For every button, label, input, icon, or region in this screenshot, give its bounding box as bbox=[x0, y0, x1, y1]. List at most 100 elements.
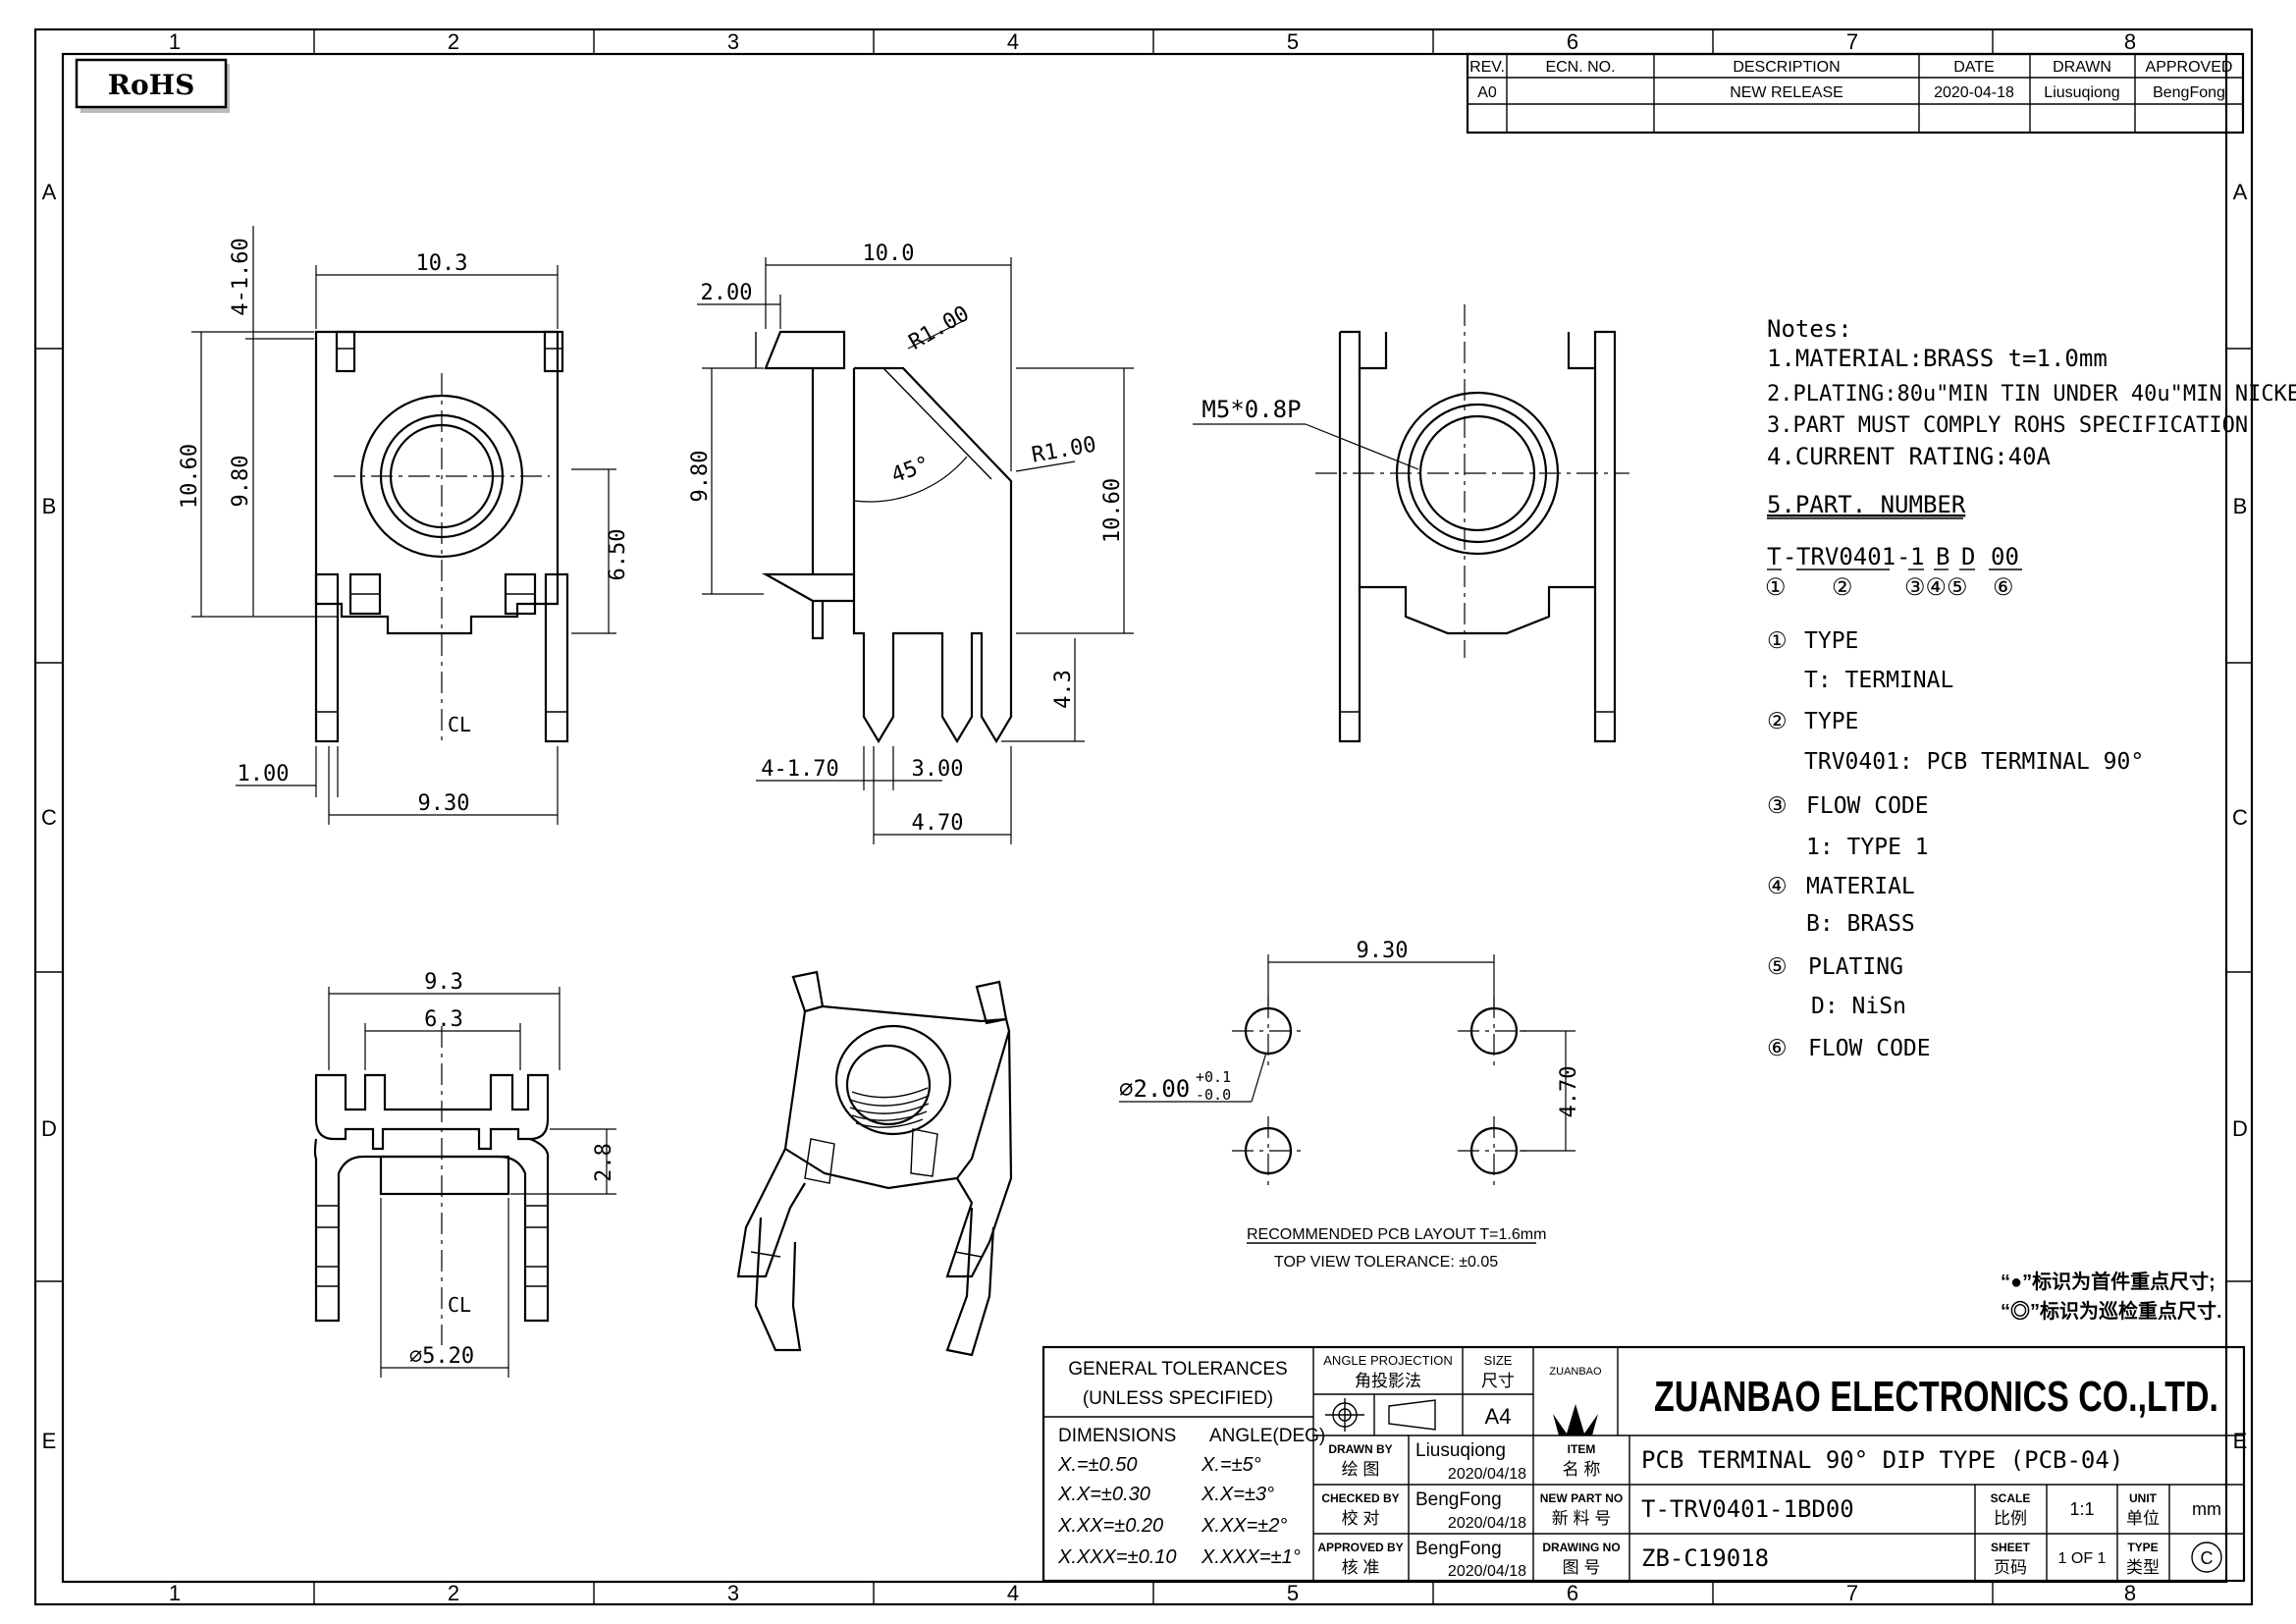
pcb-tol-plus: +0.1 bbox=[1196, 1068, 1231, 1086]
rev-cell-description: NEW RELEASE bbox=[1730, 84, 1843, 101]
drawn-by-label: DRAWN BY bbox=[1328, 1442, 1392, 1456]
notes-line-4: 4.CURRENT RATING:40A bbox=[1767, 443, 2052, 470]
sheet-value: 1 OF 1 bbox=[2058, 1550, 2107, 1567]
col-label-top-7: 7 bbox=[1846, 29, 1858, 54]
note-item-1-value: T: TERMINAL bbox=[1804, 668, 1953, 693]
pn-idx-345: ③④⑤ bbox=[1904, 573, 1968, 601]
dimensions-label: DIMENSIONS bbox=[1058, 1426, 1176, 1446]
checked-by-date: 2020/04/18 bbox=[1448, 1515, 1526, 1532]
row-label-right-A: A bbox=[2233, 180, 2248, 204]
row-label-left-C: C bbox=[41, 805, 57, 830]
item-label-cn: 名 称 bbox=[1563, 1460, 1601, 1479]
note-item-6-num: ⑥ bbox=[1767, 1036, 1788, 1061]
pcb-dim-width: 9.30 bbox=[1357, 939, 1409, 963]
note-item-2-title: TYPE bbox=[1804, 709, 1858, 734]
unit-label-cn: 单位 bbox=[2126, 1509, 2160, 1528]
part-number-title: 5.PART. NUMBER bbox=[1767, 491, 1966, 518]
col-label-top-1: 1 bbox=[169, 29, 181, 54]
rev-header-date: DATE bbox=[1953, 59, 1994, 76]
col-label-bottom-4: 4 bbox=[1007, 1581, 1019, 1605]
side-angle: 45° bbox=[888, 452, 934, 488]
angle-projection-label-cn: 角投影法 bbox=[1355, 1372, 1421, 1390]
side-dim-top: 10.0 bbox=[863, 242, 915, 266]
new-part-label-cn: 新 料 号 bbox=[1552, 1509, 1611, 1528]
front-dim-inner-height: 9.80 bbox=[229, 456, 253, 508]
col-label-top-8: 8 bbox=[2124, 29, 2136, 54]
col-label-top-4: 4 bbox=[1007, 29, 1019, 54]
tol-row-3-ang: X.XX=±2° bbox=[1201, 1515, 1287, 1537]
item-value: PCB TERMINAL 90° DIP TYPE (PCB-04) bbox=[1641, 1446, 2123, 1474]
bottom-dim-height: 2.8 bbox=[592, 1143, 616, 1182]
front-dim-pin-width: 1.00 bbox=[238, 762, 290, 786]
front-view: 10.3 10.60 9.80 4-1.60 6.50 CL 1.00 9.30 bbox=[178, 226, 630, 825]
checked-by-name: BengFong bbox=[1415, 1489, 1502, 1510]
sheet-label: SHEET bbox=[1991, 1541, 2031, 1554]
size-value: A4 bbox=[1485, 1404, 1512, 1429]
title-block: GENERAL TOLERANCES (UNLESS SPECIFIED) DI… bbox=[1041, 1345, 2246, 1583]
side-dim-left: 9.80 bbox=[688, 451, 713, 503]
bottom-center-mark: CL bbox=[448, 1293, 471, 1317]
drawn-by-label-cn: 绘 图 bbox=[1342, 1460, 1380, 1479]
rev-cell-drawn: Liusuqiong bbox=[2044, 84, 2119, 101]
pcb-dim-height: 4.70 bbox=[1557, 1066, 1581, 1118]
approved-by-label: APPROVED BY bbox=[1317, 1541, 1403, 1554]
isometric-view bbox=[736, 970, 1013, 1357]
type-label-cn: 类型 bbox=[2126, 1558, 2160, 1577]
pn-seg-6: 00 bbox=[1991, 543, 2019, 570]
angle-label: ANGLE(DEG) bbox=[1209, 1426, 1325, 1446]
rev-cell-date: 2020-04-18 bbox=[1934, 84, 2014, 101]
note-item-3-title: FLOW CODE bbox=[1806, 793, 1929, 819]
side-dim-pin-length: 4.3 bbox=[1051, 670, 1076, 709]
new-part-value: T-TRV0401-1BD00 bbox=[1641, 1495, 1854, 1523]
front-dim-right: 6.50 bbox=[606, 529, 630, 581]
side-dim-right: 10.60 bbox=[1100, 478, 1125, 543]
company-logo: ZUANBAO bbox=[1549, 1366, 1602, 1435]
row-label-left-B: B bbox=[42, 494, 57, 518]
tol-row-4-dim: X.XXX=±0.10 bbox=[1057, 1546, 1177, 1568]
revision-table: REV. ECN. NO. DESCRIPTION DATE DRAWN APP… bbox=[1466, 52, 2245, 135]
rev-header-drawn: DRAWN bbox=[2053, 59, 2111, 76]
drawn-by-date: 2020/04/18 bbox=[1448, 1466, 1526, 1483]
pn-idx-6: ⑥ bbox=[1993, 573, 2014, 601]
rev-header-approved: APPROVED bbox=[2146, 59, 2233, 76]
tol-row-1-dim: X.=±0.50 bbox=[1057, 1454, 1137, 1476]
checked-by-label-cn: 校 对 bbox=[1342, 1509, 1380, 1528]
bottom-dim-diameter: ⌀5.20 bbox=[409, 1344, 474, 1369]
row-label-left-D: D bbox=[41, 1116, 57, 1141]
side-dim-tab: 2.00 bbox=[701, 281, 753, 305]
drawing-no-label-cn: 图 号 bbox=[1563, 1558, 1601, 1577]
note-item-4-value: B: BRASS bbox=[1806, 911, 1915, 937]
col-label-bottom-6: 6 bbox=[1567, 1581, 1578, 1605]
col-label-bottom-5: 5 bbox=[1287, 1581, 1299, 1605]
item-label: ITEM bbox=[1568, 1442, 1596, 1456]
type-value: C bbox=[2201, 1548, 2214, 1568]
part-number-code: T - TRV0401 - 1 B D 00 bbox=[1767, 543, 2019, 570]
front-dim-bottom: 9.30 bbox=[418, 791, 470, 816]
unit-label: UNIT bbox=[2129, 1491, 2158, 1505]
tol-row-3-dim: X.XX=±0.20 bbox=[1057, 1515, 1163, 1537]
side-view: 10.0 2.00 R1.00 45° R1.00 9.80 10.60 4.3… bbox=[688, 242, 1134, 844]
logo-text: ZUANBAO bbox=[1549, 1366, 1602, 1378]
bottom-view: 9.3 6.3 2.8 CL ⌀5.20 bbox=[313, 970, 616, 1378]
pcb-caption-2: TOP VIEW TOLERANCE: ±0.05 bbox=[1274, 1254, 1498, 1271]
rev-header-rev: REV. bbox=[1469, 59, 1505, 76]
col-label-top-2: 2 bbox=[448, 29, 459, 54]
drawing-no-label: DRAWING NO bbox=[1542, 1541, 1620, 1554]
row-label-right-C: C bbox=[2232, 805, 2248, 830]
row-label-left-E: E bbox=[42, 1429, 57, 1453]
unit-value: mm bbox=[2192, 1499, 2221, 1519]
front-dim-pin-slot: 4-1.60 bbox=[229, 238, 253, 315]
pn-seg-5: D bbox=[1961, 543, 1975, 570]
drawn-by-name: Liusuqiong bbox=[1415, 1440, 1506, 1461]
note-item-6-title: FLOW CODE bbox=[1808, 1036, 1931, 1061]
notes-line-3: 3.PART MUST COMPLY ROHS SPECIFICATION bbox=[1767, 413, 2248, 438]
side-dim-pins: 4-1.70 bbox=[761, 757, 838, 782]
note-item-3-num: ③ bbox=[1767, 793, 1788, 819]
tol-row-2-dim: X.X=±0.30 bbox=[1057, 1484, 1150, 1505]
note-item-5-num: ⑤ bbox=[1767, 954, 1788, 980]
side-dim-pin-gap: 3.00 bbox=[912, 757, 964, 782]
key-mark-legend: “●”标识为首件重点尺寸; “◎”标识为巡检重点尺寸. bbox=[2001, 1270, 2222, 1323]
checked-by-label: CHECKED BY bbox=[1321, 1491, 1399, 1505]
sheet-label-cn: 页码 bbox=[1994, 1558, 2027, 1577]
pcb-tol-minus: -0.0 bbox=[1196, 1086, 1231, 1104]
